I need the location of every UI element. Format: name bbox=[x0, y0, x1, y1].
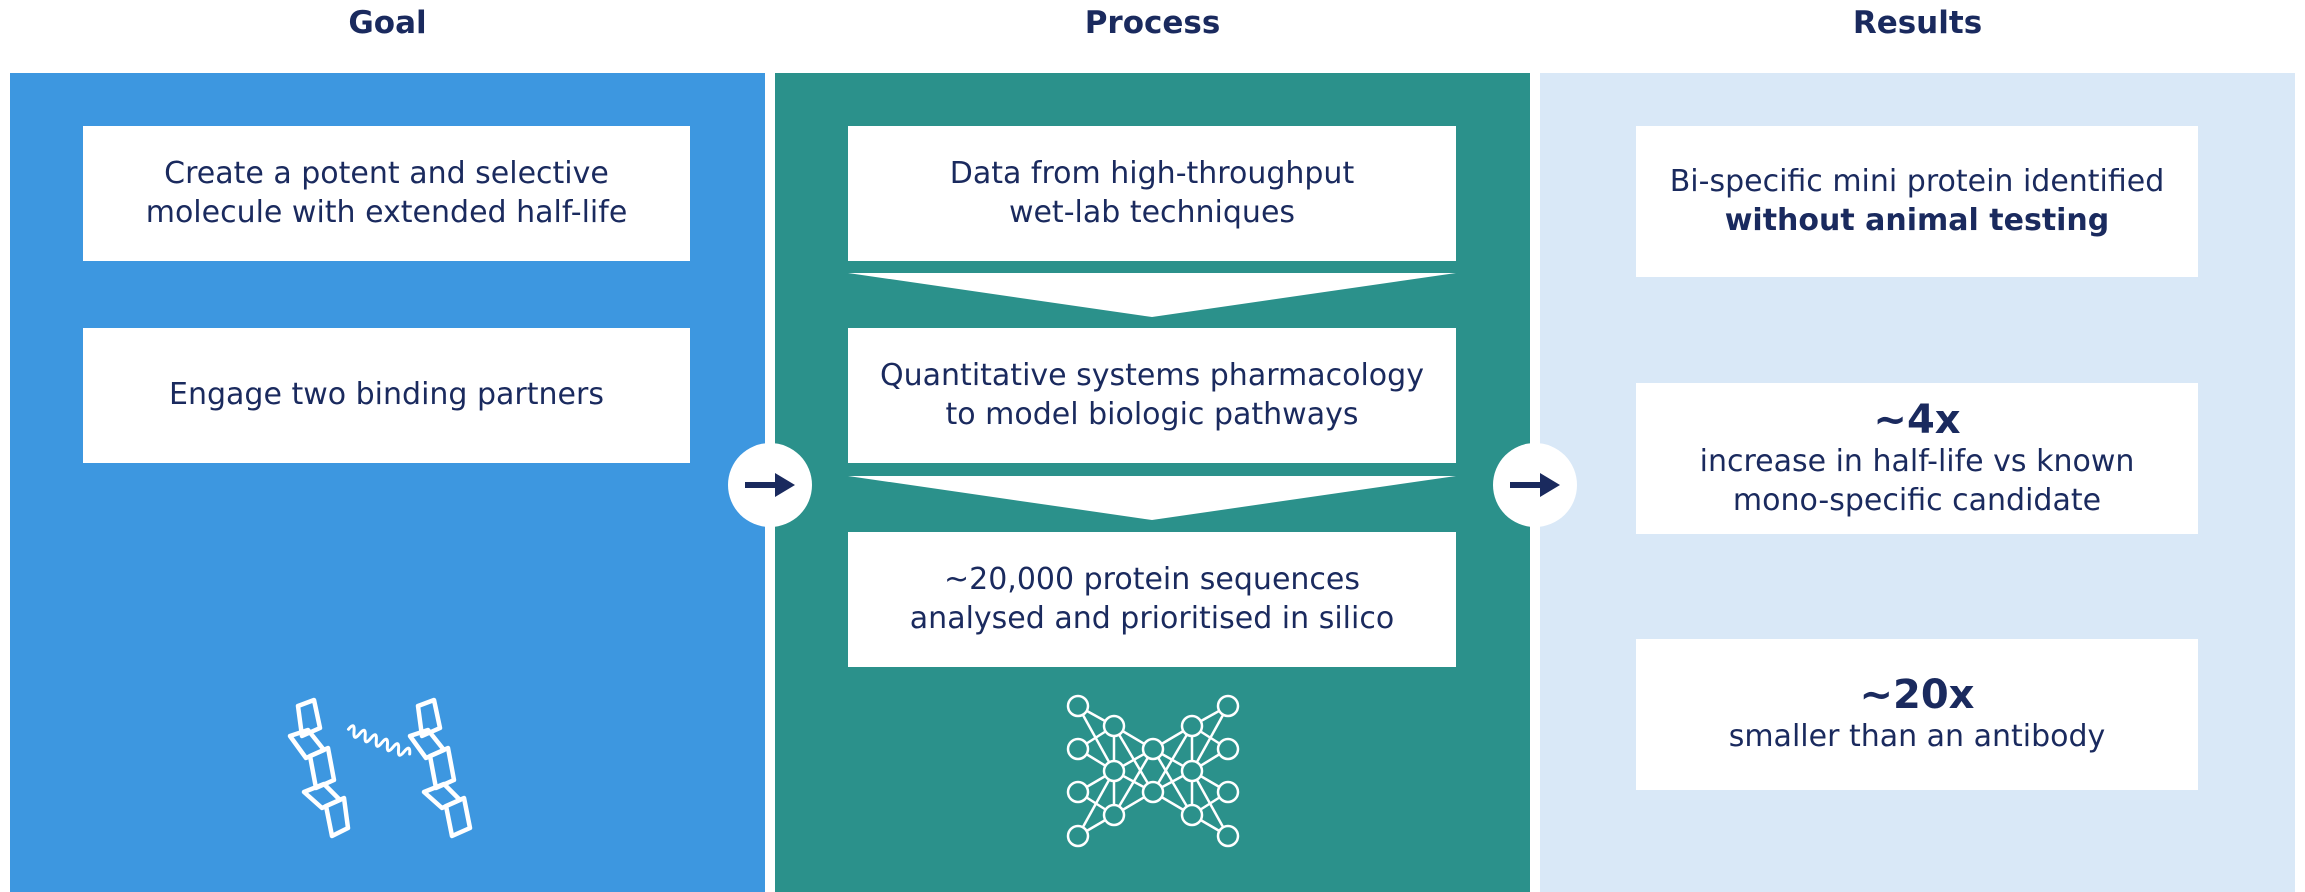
connector-process-to-results bbox=[1493, 443, 1577, 527]
process-box-3-line-2: analysed and prioritised in silico bbox=[909, 600, 1395, 636]
process-box-2-line-1: Quantitative systems pharmacology bbox=[880, 358, 1424, 394]
process-box-3: ~20,000 protein sequences analysed and p… bbox=[848, 532, 1456, 667]
results-box-2-headline: ~4x bbox=[1873, 397, 1961, 444]
connector-goal-to-process bbox=[728, 443, 812, 527]
results-panel: Bi-specific mini protein identified with… bbox=[1540, 73, 2295, 892]
goal-panel: Create a potent and selective molecule w… bbox=[10, 73, 765, 892]
goal-box-1-line-1: Create a potent and selective bbox=[164, 156, 609, 192]
neural-network-icon bbox=[1066, 694, 1240, 848]
goal-box-1-line-2: molecule with extended half-life bbox=[145, 194, 628, 230]
results-box-1-line-1: Bi-specific mini protein identified bbox=[1669, 164, 2165, 200]
process-chevron-1 bbox=[848, 273, 1456, 317]
process-box-1-line-2: wet-lab techniques bbox=[1008, 194, 1296, 230]
results-box-3: ~20x smaller than an antibody bbox=[1636, 639, 2198, 790]
arrow-right-icon bbox=[1510, 473, 1560, 497]
process-box-2-line-2: to model biologic pathways bbox=[945, 396, 1359, 432]
results-box-1: Bi-specific mini protein identified with… bbox=[1636, 126, 2198, 277]
process-chevron-2 bbox=[848, 476, 1456, 520]
process-box-1-line-1: Data from high-throughput bbox=[949, 156, 1355, 192]
results-box-2-line-1: increase in half-life vs known bbox=[1699, 444, 2135, 480]
results-box-2: ~4x increase in half-life vs known mono-… bbox=[1636, 383, 2198, 534]
goal-box-2-line-1: Engage two binding partners bbox=[169, 377, 604, 413]
process-box-3-line-1: ~20,000 protein sequences bbox=[943, 562, 1360, 598]
process-title: Process bbox=[1084, 5, 1221, 41]
protein-helix-icon bbox=[287, 697, 473, 839]
arrow-right-icon bbox=[745, 473, 795, 497]
results-title: Results bbox=[1852, 5, 1983, 41]
goal-box-2: Engage two binding partners bbox=[83, 328, 690, 463]
process-panel: Data from high-throughput wet-lab techni… bbox=[775, 73, 1530, 892]
results-box-1-line-2: without animal testing bbox=[1724, 202, 2110, 238]
process-box-1: Data from high-throughput wet-lab techni… bbox=[848, 126, 1456, 261]
results-box-2-line-2: mono-specific candidate bbox=[1732, 482, 2102, 518]
goal-title: Goal bbox=[348, 5, 427, 41]
process-box-2: Quantitative systems pharmacology to mod… bbox=[848, 328, 1456, 463]
results-box-3-line-1: smaller than an antibody bbox=[1728, 719, 2106, 755]
goal-box-1: Create a potent and selective molecule w… bbox=[83, 126, 690, 261]
results-box-3-headline: ~20x bbox=[1859, 672, 1975, 719]
